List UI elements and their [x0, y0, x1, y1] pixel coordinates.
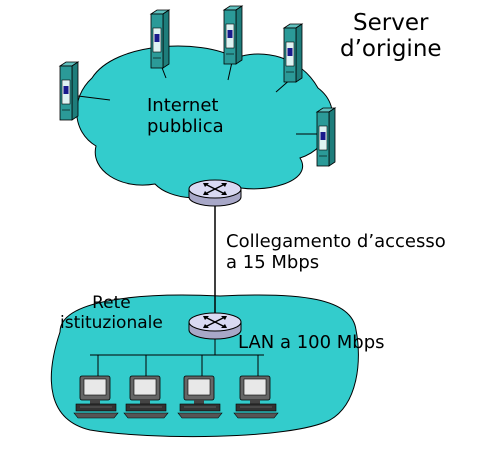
internet-label: Internet pubblica [147, 95, 224, 137]
origin-server-label: Server d’origine [340, 10, 442, 63]
origin-server-label-line1: Server [353, 10, 429, 36]
server-tower-icon [316, 107, 336, 167]
institution-label-line2: istituzionale [60, 312, 163, 333]
origin-server-label-line2: d’origine [340, 36, 442, 63]
internet-label-line1: Internet [147, 95, 219, 116]
institution-label: Rete istituzionale [60, 293, 163, 333]
institution-cloud [50, 294, 359, 438]
server-link [227, 61, 233, 81]
institution-router-icon [188, 312, 242, 340]
server-tower-icon [59, 61, 79, 121]
server-tower-icon [150, 9, 170, 69]
internet-label-line2: pubblica [147, 115, 224, 137]
internet-router-icon [188, 179, 242, 207]
access-link-label: Collegamento d’accesso a 15 Mbps [226, 231, 446, 273]
server-link [77, 95, 111, 101]
institution-label-line1: Rete [92, 293, 131, 313]
access-link-label-line2: a 15 Mbps [226, 251, 320, 273]
lan-label: LAN a 100 Mbps [238, 332, 385, 353]
server-tower-icon [223, 5, 243, 65]
server-tower-icon [283, 23, 303, 83]
access-link-label-line1: Collegamento d’accesso [226, 231, 446, 252]
